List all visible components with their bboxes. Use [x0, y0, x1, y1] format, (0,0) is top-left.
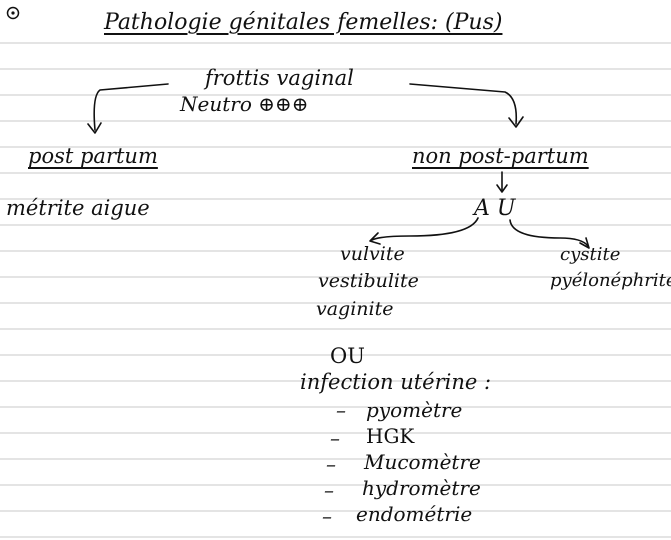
heading-infection-uterine: infection utérine : — [300, 370, 492, 394]
dash-2: – — [330, 426, 340, 450]
item-vestibulite: vestibulite — [318, 270, 419, 292]
source-line-neutro: Neutro ⊕⊕⊕ — [180, 92, 309, 116]
or-label: OU — [330, 344, 365, 368]
dash-5: – — [322, 504, 332, 528]
item-vulvite: vulvite — [340, 243, 405, 265]
connector-au: A U — [474, 196, 516, 221]
heading-non-post-partum: non post-partum — [412, 144, 589, 168]
page-title: Pathologie génitales femelles: (Pus) — [104, 10, 503, 35]
item-pyometre: pyomètre — [366, 398, 463, 422]
item-mucometre: Mucomètre — [364, 450, 481, 474]
dash-1: – — [336, 398, 346, 422]
source-line-frottis: frottis vaginal — [205, 66, 354, 90]
item-hydrometre: hydromètre — [362, 476, 481, 500]
bullet-circle-icon — [6, 6, 20, 20]
item-hgk: HGK — [366, 424, 415, 448]
heading-post-partum: post partum — [28, 144, 158, 168]
dash-4: – — [324, 478, 334, 502]
item-cystite: cystite — [560, 244, 621, 265]
dash-3: – — [326, 452, 336, 476]
item-metrite-aigue: métrite aigue — [6, 196, 150, 220]
item-endometrie: endométrie — [356, 502, 473, 526]
item-vaginite: vaginite — [316, 298, 394, 320]
item-pyelonephrite: pyélonéphrite — [550, 270, 671, 291]
